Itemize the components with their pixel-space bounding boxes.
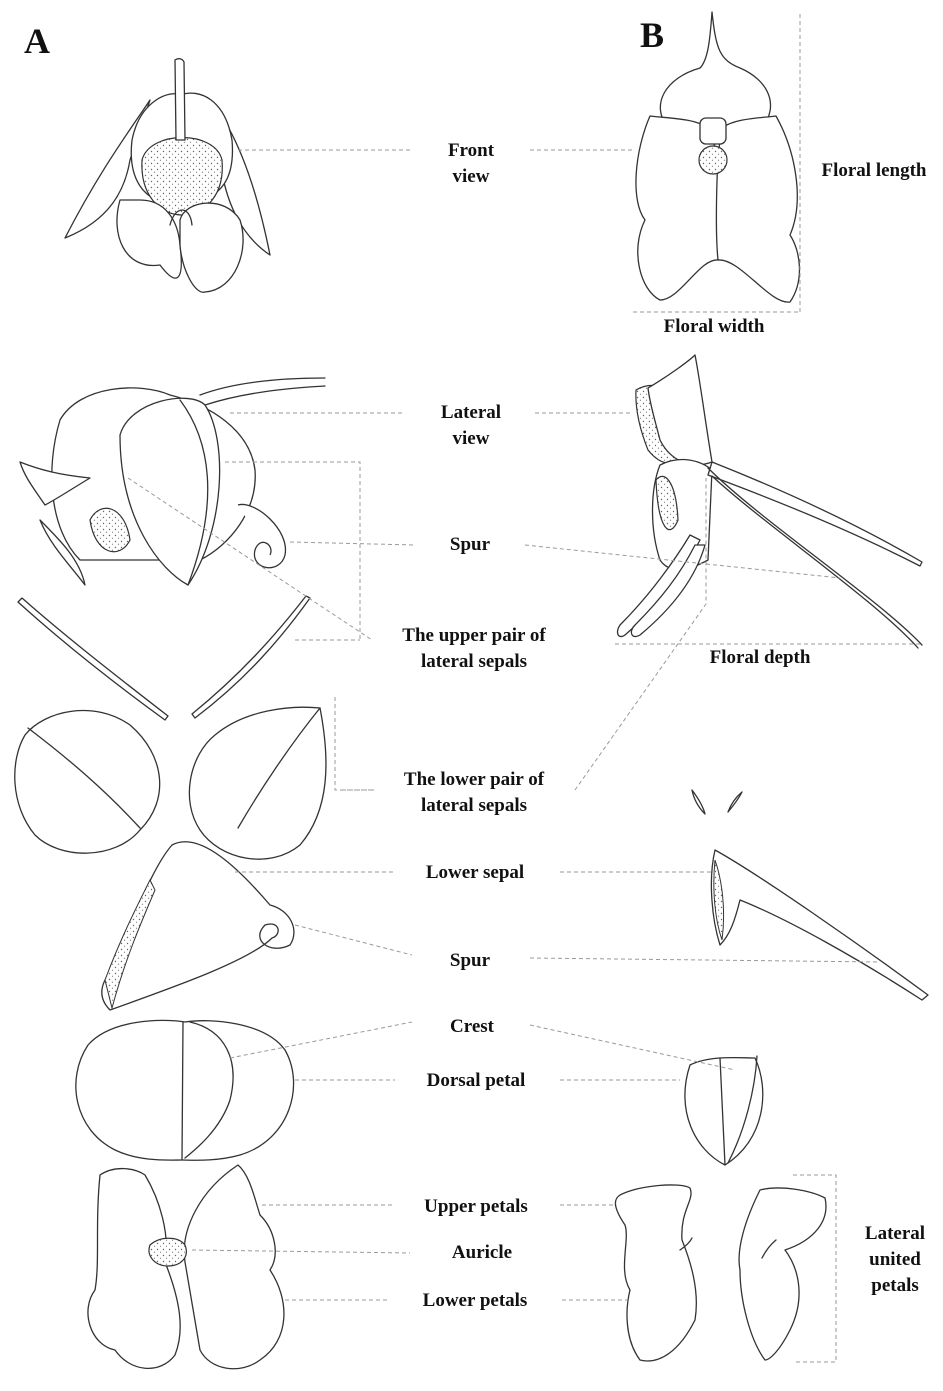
label-lateral-view: Lateral view xyxy=(412,400,530,452)
a-dorsal-petal-drawing xyxy=(76,1020,294,1160)
label-upper-pair-line2: lateral sepals xyxy=(370,649,578,675)
label-spur-bottom: Spur xyxy=(420,948,520,974)
panel-label-a: A xyxy=(24,20,50,62)
label-auricle: Auricle xyxy=(420,1240,544,1266)
label-lateral-united-petals: Lateral united petals xyxy=(848,1221,942,1299)
label-lower-pair-line2: lateral sepals xyxy=(370,793,578,819)
label-lower-sepal: Lower sepal xyxy=(395,860,555,886)
label-upper-pair-line1: The upper pair of xyxy=(370,623,578,649)
panel-label-b: B xyxy=(640,14,664,56)
a-lateral-united-petals-drawing xyxy=(88,1165,284,1369)
label-spur-top: Spur xyxy=(420,532,520,558)
label-lateral-view-line1: Lateral xyxy=(412,400,530,426)
label-upper-pair-lateral-sepals: The upper pair of lateral sepals xyxy=(370,623,578,675)
label-lateral-united-line1: Lateral xyxy=(848,1221,942,1247)
label-lateral-united-line2: united xyxy=(848,1247,942,1273)
label-floral-depth: Floral depth xyxy=(690,645,830,671)
b-lower-lateral-sepals-drawing xyxy=(692,790,742,814)
label-lower-pair-lateral-sepals: The lower pair of lateral sepals xyxy=(370,767,578,819)
a-lower-lateral-sepals-drawing xyxy=(15,707,326,859)
b-dorsal-petal-drawing xyxy=(685,1056,763,1165)
a-front-view-drawing xyxy=(65,59,270,293)
label-lateral-view-line2: view xyxy=(412,426,530,452)
label-crest: Crest xyxy=(420,1014,524,1040)
label-floral-width: Floral width xyxy=(640,314,788,340)
label-floral-length: Floral length xyxy=(808,158,940,184)
label-front-view: Front view xyxy=(412,138,530,190)
a-lower-sepal-drawing xyxy=(102,842,294,1010)
label-lower-pair-line1: The lower pair of xyxy=(370,767,578,793)
label-dorsal-petal: Dorsal petal xyxy=(398,1068,554,1094)
label-front-view-line1: Front xyxy=(412,138,530,164)
a-upper-lateral-sepals-drawing xyxy=(18,596,310,720)
b-lateral-united-petals-drawing xyxy=(615,1185,826,1361)
b-lateral-view-drawing xyxy=(618,355,922,648)
label-front-view-line2: view xyxy=(412,164,530,190)
a-lateral-view-drawing xyxy=(20,378,325,585)
b-lower-sepal-drawing xyxy=(711,850,928,1000)
label-lower-petals: Lower petals xyxy=(395,1288,555,1314)
label-upper-petals: Upper petals xyxy=(398,1194,554,1220)
label-lateral-united-line3: petals xyxy=(848,1273,942,1299)
